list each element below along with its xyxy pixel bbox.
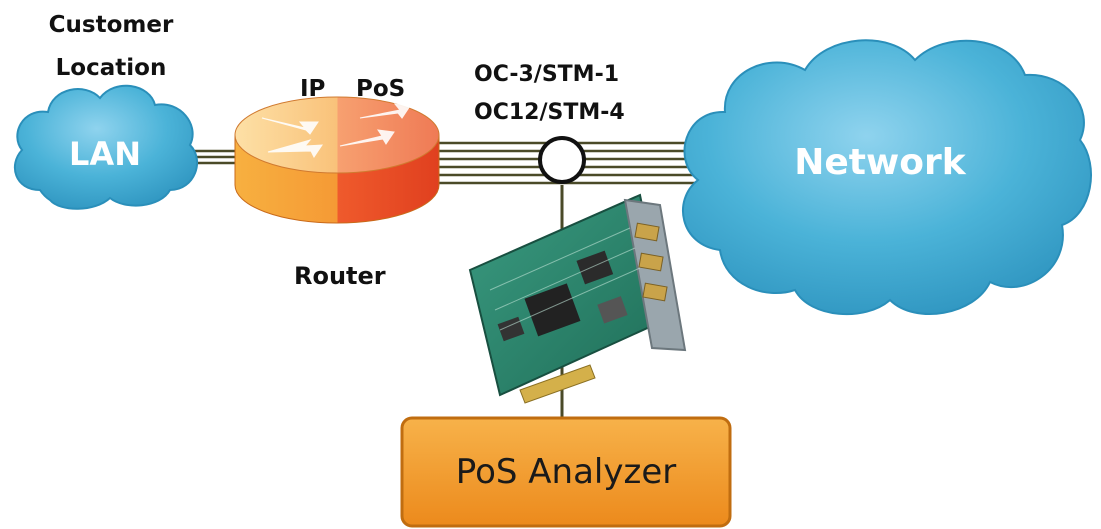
- router-label: Router: [294, 262, 386, 290]
- link-rate-label-1: OC-3/STM-1: [474, 62, 620, 87]
- network-label: Network: [794, 142, 966, 183]
- lan-label: LAN: [69, 135, 141, 173]
- router-icon: [234, 96, 440, 224]
- ip-label: IP: [300, 76, 326, 102]
- capture-card-image: [468, 193, 687, 404]
- pos-analyzer-box: [400, 416, 732, 528]
- lan-cloud: [13, 84, 199, 210]
- pos-label: PoS: [356, 76, 406, 102]
- customer-location-label-line2: Location: [55, 55, 167, 81]
- tap-point: [538, 136, 586, 184]
- link-rate-label-2: OC12/STM-4: [474, 100, 625, 125]
- customer-location-label-line1: Customer: [48, 12, 174, 38]
- network-cloud: [682, 39, 1092, 316]
- analyzer-label: PoS Analyzer: [455, 452, 677, 492]
